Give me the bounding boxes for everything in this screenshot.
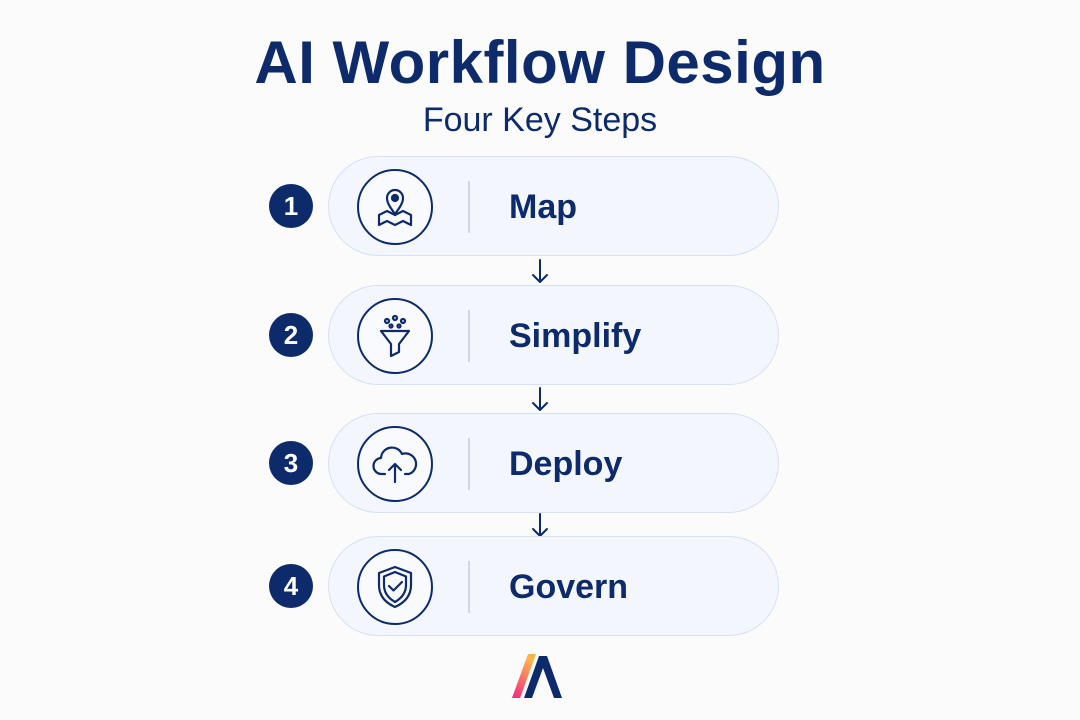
arrow-down-icon [532, 259, 548, 283]
step-number-badge: 3 [269, 441, 313, 485]
step-label: Simplify [509, 317, 642, 355]
funnel-icon [357, 298, 433, 374]
step-label: Govern [509, 568, 629, 606]
map-pin-icon [357, 169, 433, 245]
step-card: Map [328, 156, 779, 256]
step-number-badge: 1 [269, 184, 313, 228]
step-label: Deploy [509, 445, 623, 483]
step-map: 1 Map [0, 156, 1080, 256]
divider [468, 310, 470, 362]
step-number-badge: 2 [269, 313, 313, 357]
divider [468, 561, 470, 613]
step-card: Deploy [328, 413, 779, 513]
cloud-upload-icon [357, 426, 433, 502]
step-number-badge: 4 [269, 564, 313, 608]
divider [468, 438, 470, 490]
brand-logo-icon [512, 654, 562, 698]
step-simplify: 2 Simplify [0, 285, 1080, 385]
step-govern: 4 Govern [0, 536, 1080, 636]
shield-check-icon [357, 549, 433, 625]
step-card: Simplify [328, 285, 779, 385]
page-title: AI Workflow Design [254, 29, 826, 96]
arrow-down-icon [532, 387, 548, 411]
step-deploy: 3 Deploy [0, 413, 1080, 513]
page-subtitle: Four Key Steps [422, 101, 658, 139]
divider [468, 181, 470, 233]
step-label: Map [509, 188, 577, 226]
step-card: Govern [328, 536, 779, 636]
